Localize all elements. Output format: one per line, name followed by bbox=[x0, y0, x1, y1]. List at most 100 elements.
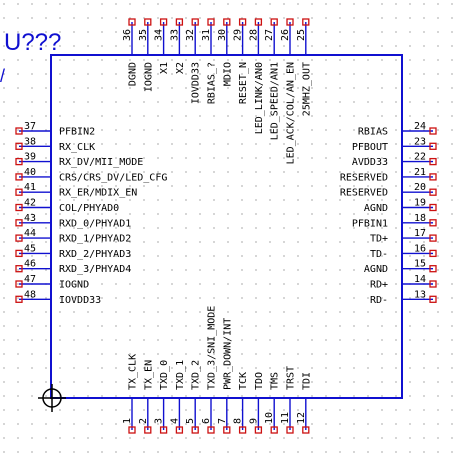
pin-end-marker[interactable] bbox=[15, 173, 23, 181]
pin-end-marker[interactable] bbox=[15, 219, 23, 227]
pin-end-marker[interactable] bbox=[302, 18, 310, 26]
pin-end-marker[interactable] bbox=[191, 426, 199, 434]
pin-end-marker[interactable] bbox=[144, 18, 152, 26]
pin-end-marker[interactable] bbox=[15, 295, 23, 303]
pin-end-marker[interactable] bbox=[429, 249, 437, 258]
pin-end-marker[interactable] bbox=[286, 18, 294, 26]
pin-end-marker[interactable] bbox=[207, 18, 215, 26]
pin-end-marker[interactable] bbox=[429, 234, 437, 242]
pin-name: RBIAS bbox=[358, 127, 388, 138]
pin-end-marker[interactable] bbox=[223, 426, 231, 434]
pin-end-marker[interactable] bbox=[429, 157, 437, 166]
pin-end-marker[interactable] bbox=[15, 234, 23, 242]
component-body[interactable] bbox=[50, 54, 403, 399]
pin-bottom[interactable]: 1TX_CLK bbox=[122, 354, 139, 434]
pin-end-marker[interactable] bbox=[144, 426, 152, 434]
pin-end-marker[interactable] bbox=[223, 18, 231, 26]
pin-end-marker[interactable] bbox=[270, 18, 278, 26]
pin-end-marker[interactable] bbox=[286, 426, 294, 434]
pin-end-marker[interactable] bbox=[15, 203, 23, 212]
pin-end-marker[interactable] bbox=[15, 142, 23, 150]
pin-end-marker[interactable] bbox=[238, 18, 247, 26]
pin-name: RX_CLK bbox=[59, 142, 95, 153]
pin-end-marker[interactable] bbox=[175, 18, 184, 26]
pin-end-marker[interactable] bbox=[429, 188, 437, 196]
pin-end-marker[interactable] bbox=[128, 18, 136, 26]
pin-end-marker[interactable] bbox=[128, 426, 136, 434]
pin-bottom[interactable]: 2TX_EN bbox=[138, 360, 155, 434]
pin-end-marker[interactable] bbox=[238, 426, 247, 434]
pin-end-marker[interactable] bbox=[429, 203, 437, 212]
pin-end-marker[interactable] bbox=[15, 280, 23, 288]
pin-end-marker[interactable] bbox=[429, 142, 437, 150]
pin-end-marker[interactable] bbox=[254, 18, 263, 26]
pin-end-marker[interactable] bbox=[159, 426, 168, 434]
pin-end-marker[interactable] bbox=[270, 426, 278, 434]
pin-end-marker[interactable] bbox=[429, 127, 437, 135]
pin-end-marker[interactable] bbox=[191, 18, 199, 26]
pin-end-marker[interactable] bbox=[429, 295, 437, 303]
pin-end-marker[interactable] bbox=[207, 426, 215, 434]
pin-end-marker[interactable] bbox=[429, 265, 437, 273]
pin-end-marker[interactable] bbox=[175, 426, 184, 434]
pin-end-marker[interactable] bbox=[429, 219, 437, 227]
pin-end-marker[interactable] bbox=[159, 18, 168, 26]
pin-end-marker[interactable] bbox=[15, 157, 23, 166]
pin-end-marker[interactable] bbox=[15, 265, 23, 273]
pin-end-marker[interactable] bbox=[302, 426, 310, 434]
pin-end-marker[interactable] bbox=[15, 249, 23, 258]
pin-end-marker[interactable] bbox=[429, 173, 437, 181]
pin-end-marker[interactable] bbox=[429, 280, 437, 288]
pin-name: LED_LINK/AN0 bbox=[254, 62, 265, 134]
pin-end-marker[interactable] bbox=[15, 127, 23, 135]
pin-end-marker[interactable] bbox=[15, 188, 23, 196]
pin-end-marker[interactable] bbox=[254, 426, 263, 434]
